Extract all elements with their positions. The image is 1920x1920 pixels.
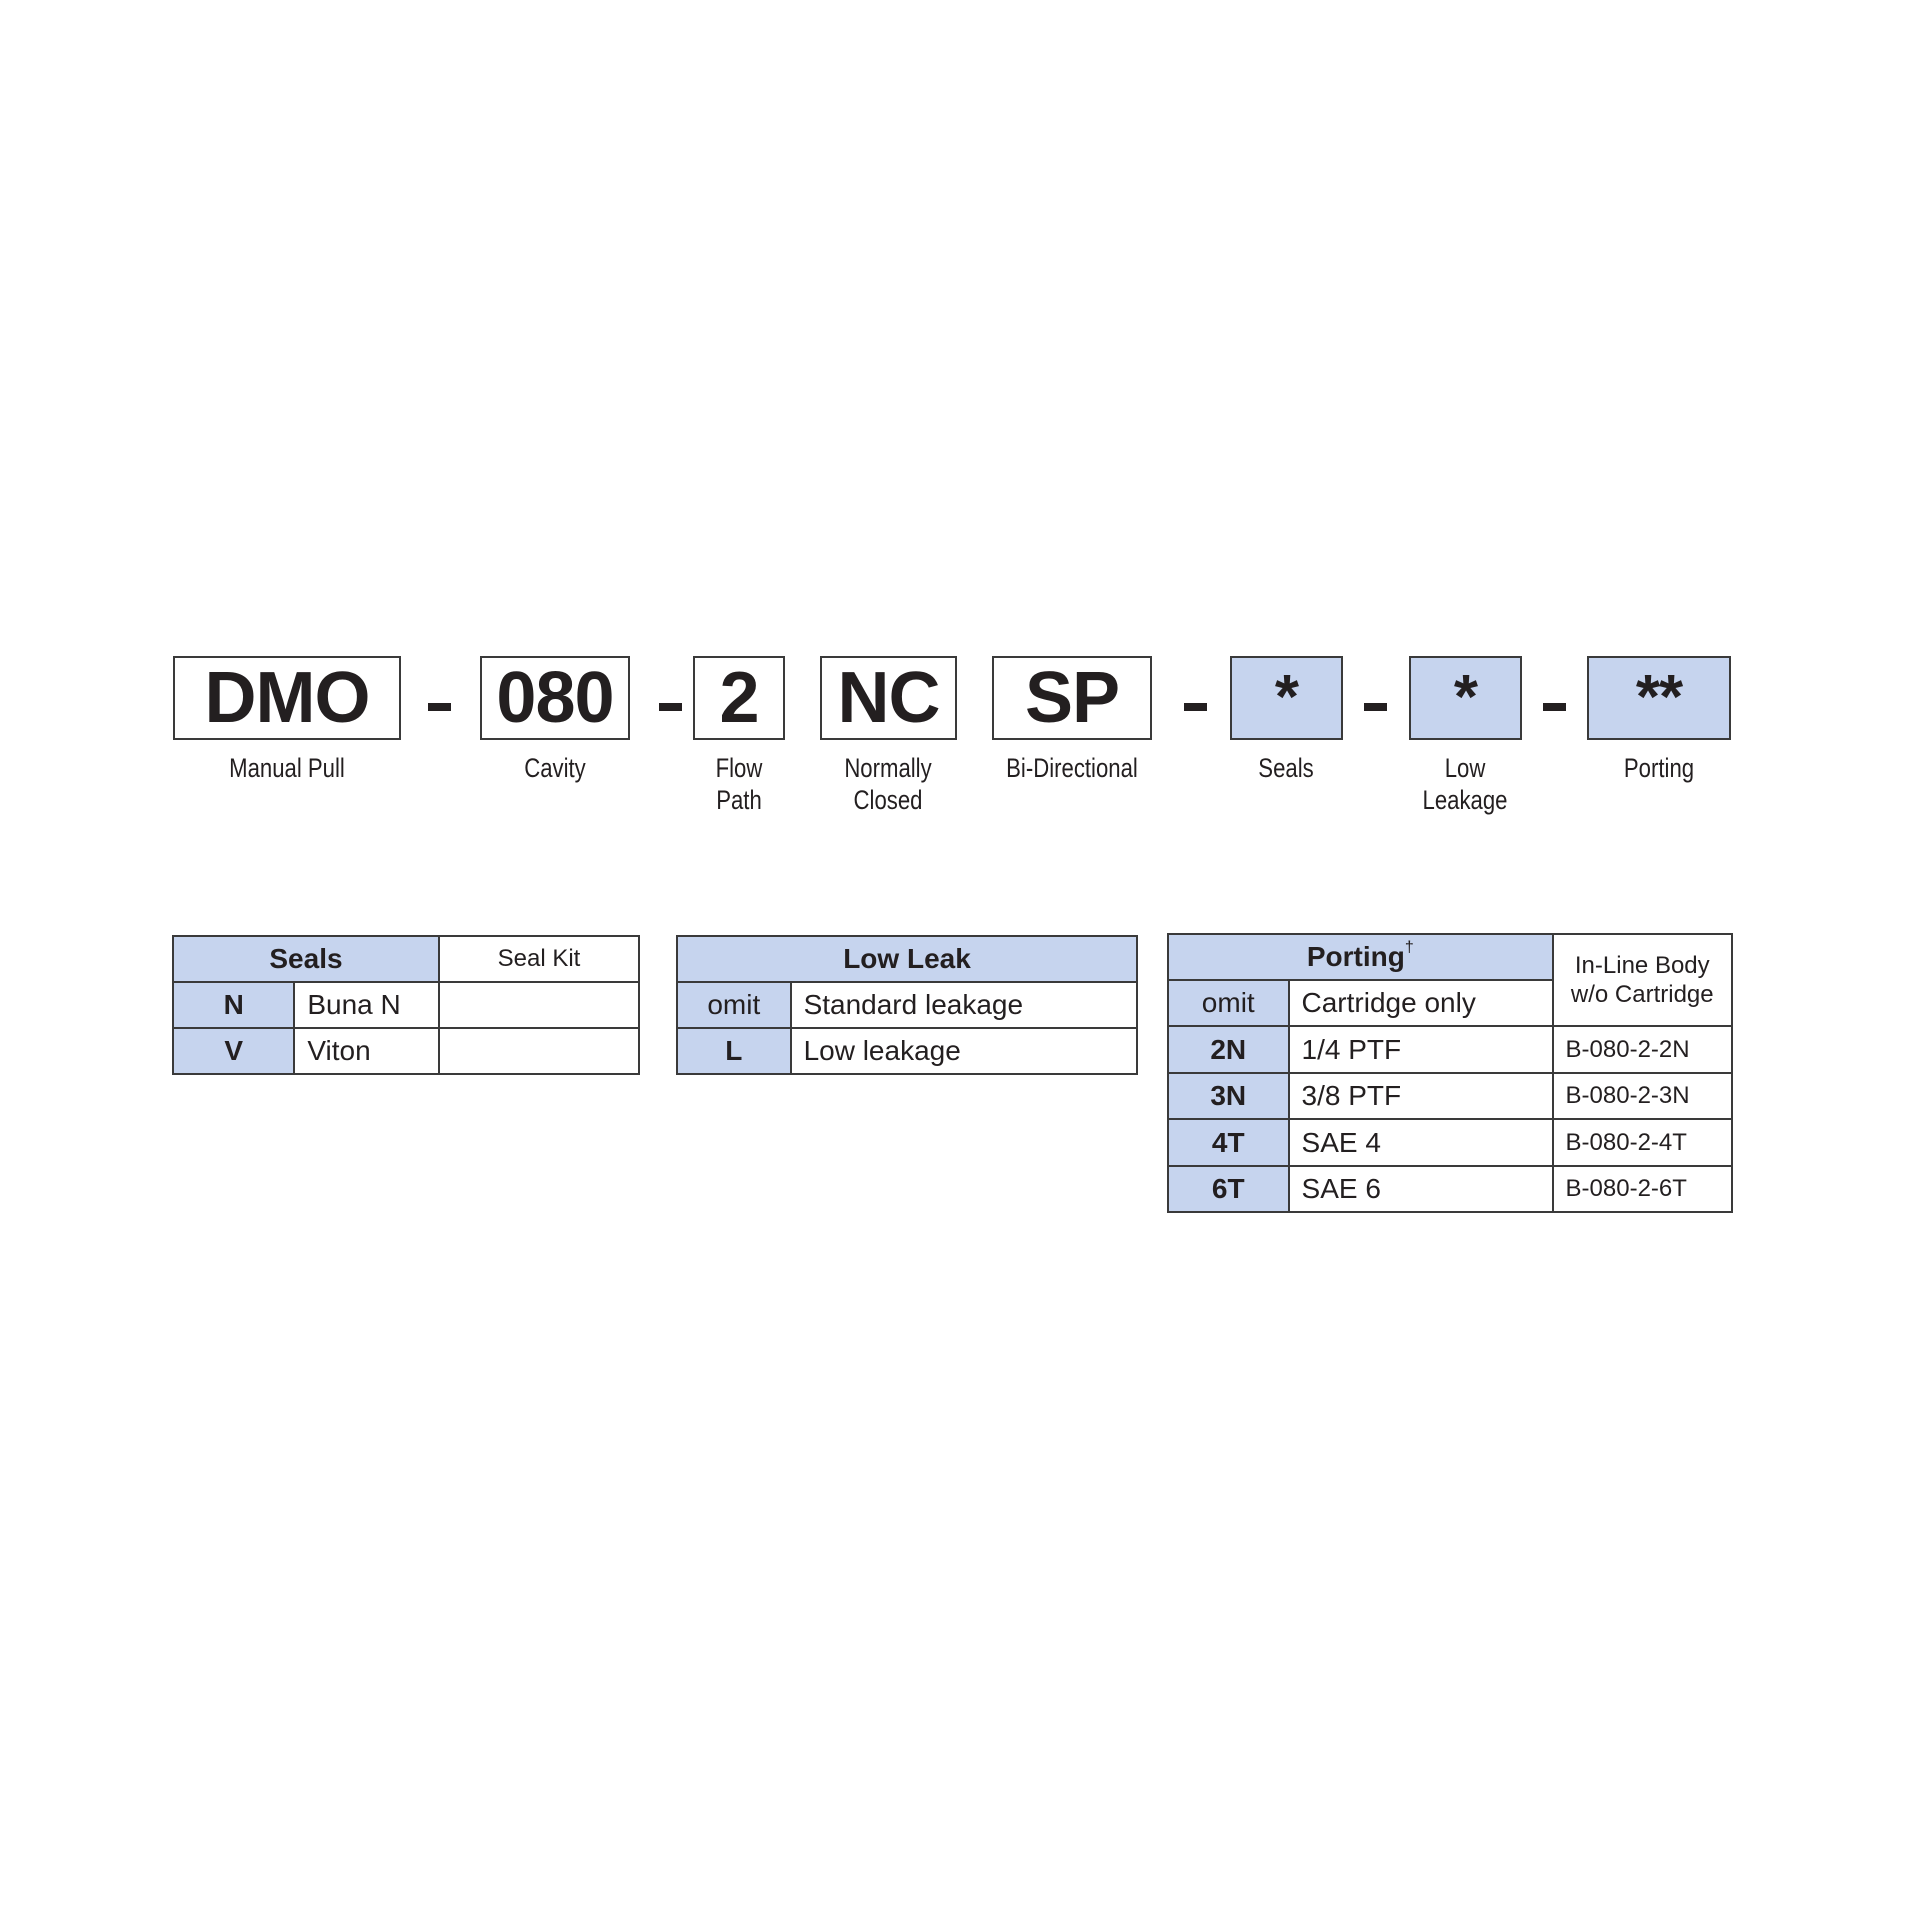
code-box-dmo: DMO — [173, 656, 401, 740]
code-box-normally-closed: NC — [820, 656, 957, 740]
seal-description: Buna N — [293, 981, 440, 1029]
code-box-porting-option: ** — [1587, 656, 1731, 740]
code-box-seals-option: * — [1230, 656, 1343, 740]
table-row: omit Cartridge only — [1167, 979, 1732, 1027]
code-box-bi-directional: SP — [992, 656, 1152, 740]
table-row: 6T SAE 6 B-080-2-6T — [1167, 1165, 1734, 1213]
low-leak-table: Low Leak omit Standard leakage L Low lea… — [676, 935, 1139, 1075]
code-box-low-leakage-option: * — [1409, 656, 1522, 740]
porting-description: SAE 6 — [1287, 1165, 1554, 1213]
table-row: 4T SAE 4 B-080-2-4T — [1167, 1118, 1734, 1167]
inline-body-header-line1: In-Line Body — [1574, 952, 1710, 979]
code-box-flow-path: 2 — [693, 656, 785, 740]
seals-header: Seals — [172, 935, 440, 983]
low-leak-description: Low leakage — [789, 1027, 1139, 1075]
label-seals: Seals — [1258, 753, 1314, 783]
low-leak-code: L — [676, 1027, 792, 1075]
low-leak-description: Standard leakage — [789, 981, 1139, 1029]
separator-dash — [1364, 703, 1387, 711]
code-box-cavity: 080 — [480, 656, 630, 740]
porting-code: 4T — [1167, 1118, 1290, 1167]
table-row: V Viton — [171, 1027, 641, 1075]
label-normally-closed: Normally Closed — [844, 753, 932, 815]
seals-table: Seals Seal Kit N Buna N V Viton — [171, 935, 641, 1075]
porting-description: 1/4 PTF — [1287, 1025, 1554, 1074]
low-leak-code: omit — [676, 981, 792, 1029]
label-manual-pull: Manual Pull — [229, 753, 345, 783]
label-bi-directional: Bi-Directional — [1006, 753, 1138, 783]
seal-kit-value — [437, 1027, 641, 1075]
porting-description: SAE 4 — [1287, 1118, 1554, 1167]
table-row: N Buna N — [171, 981, 641, 1029]
inline-body-part-number: B-080-2-4T — [1551, 1118, 1734, 1167]
table-row: 3N 3/8 PTF B-080-2-3N — [1167, 1072, 1734, 1120]
table-row: 2N 1/4 PTF B-080-2-2N — [1167, 1025, 1734, 1074]
table-row: omit Standard leakage — [676, 981, 1139, 1029]
porting-header-label: Porting — [1306, 941, 1405, 972]
label-porting: Porting — [1623, 753, 1695, 783]
label-flow-path: Flow Path — [715, 753, 763, 815]
dagger-footnote-mark: † — [1404, 939, 1414, 956]
inline-body-header-line2: w/o Cartridge — [1570, 981, 1714, 1008]
inline-body-part-number: B-080-2-6T — [1551, 1165, 1734, 1213]
porting-header: Porting† — [1167, 933, 1554, 981]
table-row: L Low leakage — [676, 1027, 1139, 1075]
porting-description: Cartridge only — [1287, 979, 1554, 1027]
inline-body-part-number: B-080-2-3N — [1551, 1072, 1734, 1120]
inline-body-part-number: B-080-2-2N — [1551, 1025, 1734, 1074]
seal-code: V — [171, 1027, 296, 1075]
low-leak-header: Low Leak — [676, 935, 1138, 983]
separator-dash — [428, 703, 451, 711]
label-cavity: Cavity — [524, 753, 586, 783]
porting-code: 6T — [1167, 1165, 1290, 1213]
seal-code: N — [171, 981, 296, 1029]
porting-table: Porting† In-Line Body w/o Cartridge omit… — [1167, 933, 1734, 1213]
porting-code: 3N — [1167, 1072, 1290, 1120]
seal-kit-value — [437, 981, 641, 1029]
label-low-leakage: Low Leakage — [1422, 753, 1508, 815]
separator-dash — [1184, 703, 1207, 711]
seal-description: Viton — [293, 1027, 440, 1075]
porting-description: 3/8 PTF — [1287, 1072, 1554, 1120]
separator-dash — [1543, 703, 1566, 711]
seal-kit-header: Seal Kit — [437, 935, 641, 983]
porting-code: 2N — [1167, 1025, 1290, 1074]
porting-code: omit — [1167, 979, 1290, 1027]
separator-dash — [659, 703, 682, 711]
inline-body-header: In-Line Body w/o Cartridge — [1551, 933, 1734, 1027]
